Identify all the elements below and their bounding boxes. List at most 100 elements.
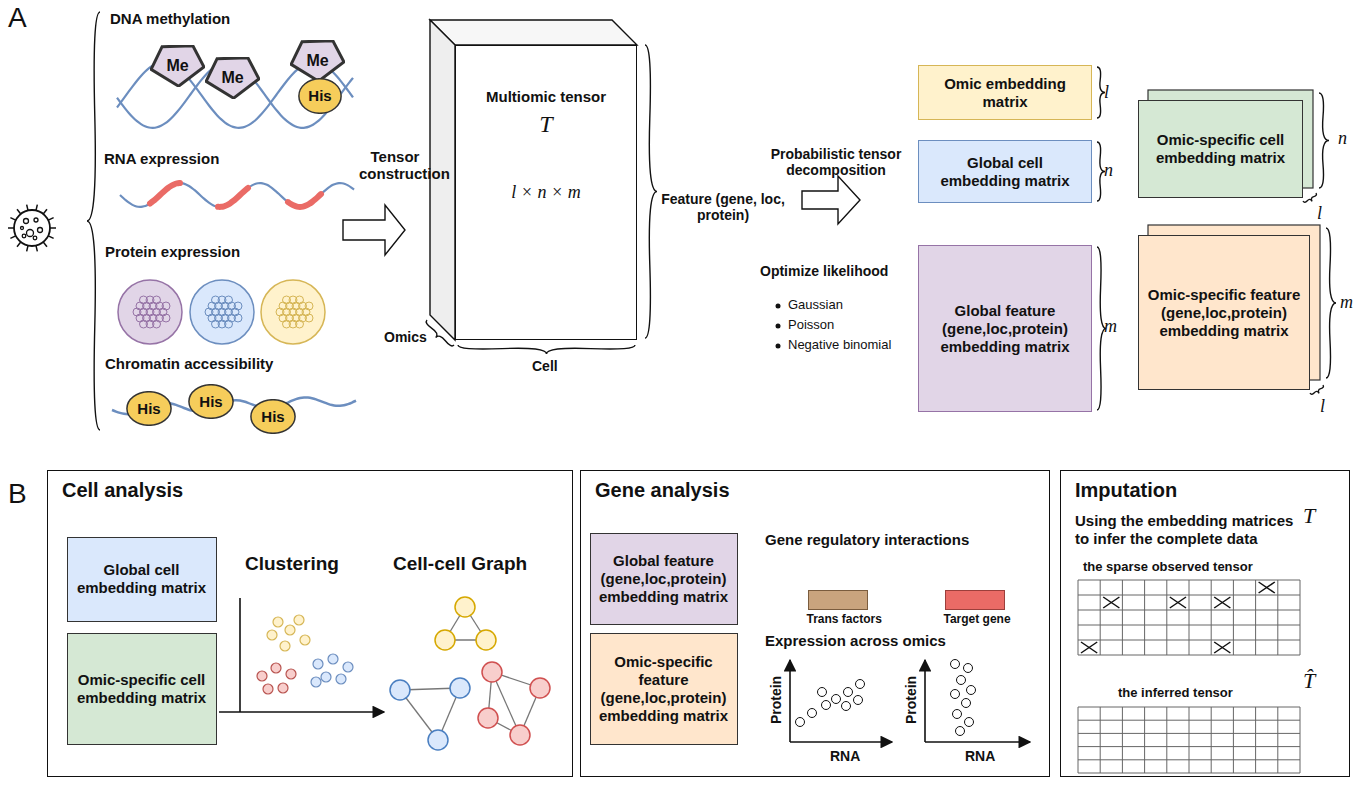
ellipse [299,79,341,114]
decoration [21,227,24,230]
label-text: RNA expression [104,150,219,167]
label-text: Expression across omics [765,632,946,649]
decoration [261,280,325,344]
decoration [22,234,26,238]
decoration [162,314,170,322]
pentagon [291,41,344,81]
tensor-side-face [430,20,455,340]
node-text: His [137,400,160,418]
label-text: the sparse observed tensor [1083,560,1253,575]
node-text: Me [166,56,188,75]
panel-title: Imputation [1075,479,1177,502]
node-text: Omic-specific cell embedding matrix [1147,131,1294,167]
matrix-box: Omic-specific feature (gene,loc,protein)… [590,633,738,745]
exon [288,194,321,207]
node-text: T [539,111,552,138]
pentagon [206,58,259,98]
bullet [776,304,781,309]
label-text: l [1317,203,1322,224]
decoration [234,314,242,322]
histone: His [126,391,172,426]
decoration [36,246,37,252]
label-text: n [1338,128,1347,149]
matrix-box: Global cell embedding matrix [918,140,1092,203]
decoration [225,320,233,328]
bullet [776,324,781,329]
node-text: Global feature (gene,loc,protein) embedd… [599,552,729,606]
label-text: the inferred tensor [1118,686,1233,701]
rna-strand [120,183,354,207]
matrix-box: Omic-specific cell embedding matrix [67,633,217,745]
block-arrow [802,176,860,224]
decoration [305,314,313,322]
histone: His [250,399,296,434]
label-text: Feature (gene, loc, protein) [648,191,798,223]
me-group: Me [150,45,205,87]
node-text: Trans factors [807,612,882,626]
block-arrow [343,205,405,255]
decoration [27,246,28,252]
ellipse [251,400,295,434]
node-text: His [199,393,222,411]
decoration [14,210,50,246]
me-group: Me [205,57,260,99]
label-text: Optimize likelihood [760,263,888,279]
decoration [118,280,182,344]
ellipse [127,392,171,426]
ellipse [189,385,233,419]
label-text: Probabilistic tensor decomposition [752,146,920,178]
decoration [27,230,34,237]
decoration [10,218,15,221]
brace [645,45,657,338]
pentagon [151,46,204,86]
histone: His [188,384,234,419]
decoration [296,320,304,328]
brace [1303,193,1316,202]
decoration [34,218,38,222]
node-text: Me [306,51,328,70]
label-text: Gaussian [788,298,843,313]
node-text: Multiomic tensor [486,88,606,105]
panel-title: Gene analysis [595,479,730,502]
label-text: DNA methylation [110,10,230,27]
bullet [776,344,781,349]
tensor-top-face [430,20,637,45]
histone: His [298,78,342,114]
label-text: T̂ [1303,668,1315,693]
decoration [27,205,28,211]
node-text: His [308,87,331,105]
decoration [50,227,56,229]
matrix-box: Global feature (gene,loc,protein) embedd… [918,245,1092,412]
label-text: Omics [384,329,427,345]
brace [1097,67,1105,118]
node-text: Global cell embedding matrix [927,154,1083,190]
label-text: Protein [768,676,784,724]
label-text: l [1320,396,1325,417]
label-text: A [8,2,27,34]
protein-icon [118,280,182,344]
label-text: Cell-cell Graph [393,553,527,575]
node-text: Global feature (gene,loc,protein) embedd… [927,302,1083,356]
node-text: Omic embedding matrix [927,75,1083,111]
label-text: RNA [965,748,995,764]
brace [1097,142,1105,201]
panel-subtitle: Using the embedding matrices to infer th… [1075,512,1307,548]
matrix-box: Omic embedding matrix [918,65,1092,120]
node-text: Me [221,68,243,87]
label-text: Negative binomial [788,338,891,353]
brace [1326,228,1336,378]
brace [426,320,454,346]
label-text: RNA [830,748,860,764]
label-text: Clustering [245,553,339,575]
matrix-box: Global cell embedding matrix [67,537,217,622]
label-text: m [1104,316,1117,337]
decoration [153,320,161,328]
decoration [38,228,43,233]
brace [1319,93,1329,188]
cell-icon [8,205,56,252]
label-text: n [1104,160,1113,181]
label-text: Cell [532,358,558,374]
label-text: Protein [903,676,919,724]
exon [218,188,248,207]
